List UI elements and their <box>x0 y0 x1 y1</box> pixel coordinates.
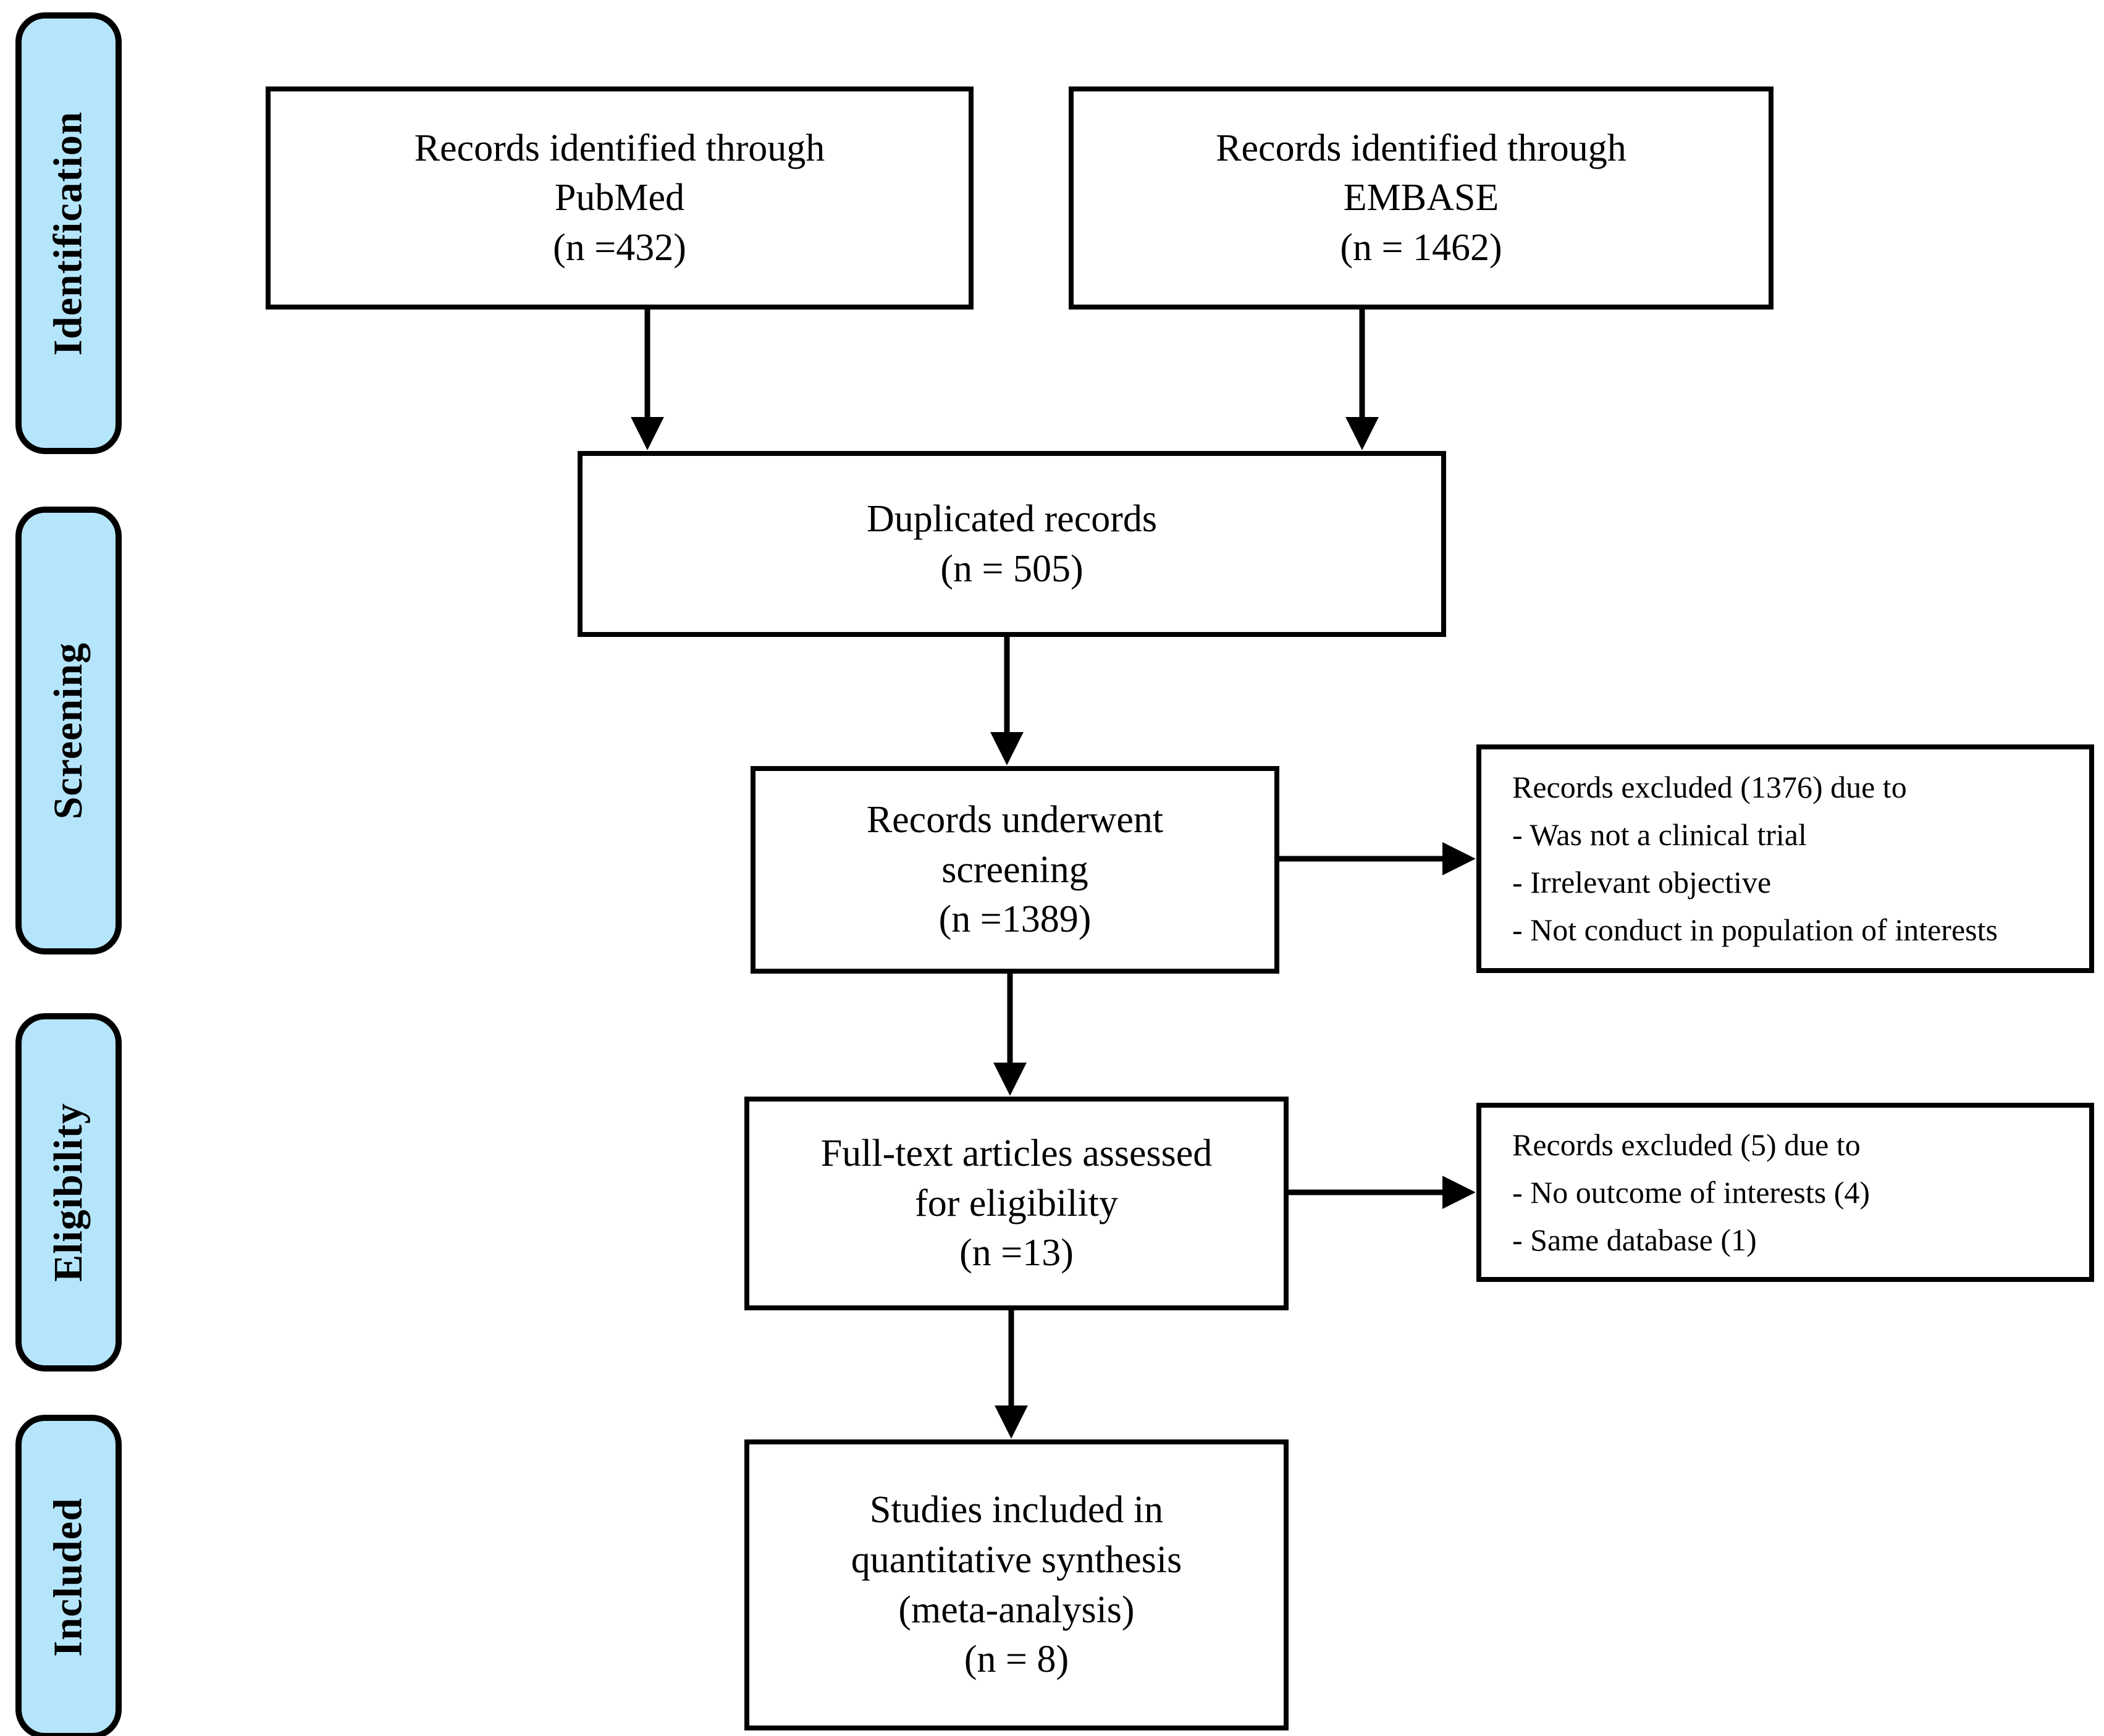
stage-eligibility-label: Eligibility <box>46 1103 91 1282</box>
stage-identification: Identification <box>15 12 122 454</box>
exclusion-box-screening-text: Records excluded (1376) due to- Was not … <box>1512 770 1998 947</box>
stage-identification-label: Identification <box>46 111 91 356</box>
exclusion-box-eligibility-text: Records excluded (5) due to- No outcome … <box>1512 1127 1870 1257</box>
stage-included: Included <box>15 1415 122 1736</box>
exclusion-box-eligibility: Records excluded (5) due to- No outcome … <box>1476 1103 2094 1282</box>
flow-box-duplicated-text: Duplicated records(n = 505) <box>867 497 1157 590</box>
stage-screening-label: Screening <box>46 642 91 819</box>
exclusion-box-screening: Records excluded (1376) due to- Was not … <box>1476 744 2094 973</box>
flow-box-duplicated: Duplicated records(n = 505) <box>578 451 1446 637</box>
stage-included-label: Included <box>46 1497 91 1657</box>
stage-eligibility: Eligibility <box>15 1013 122 1372</box>
stage-screening: Screening <box>15 507 122 954</box>
